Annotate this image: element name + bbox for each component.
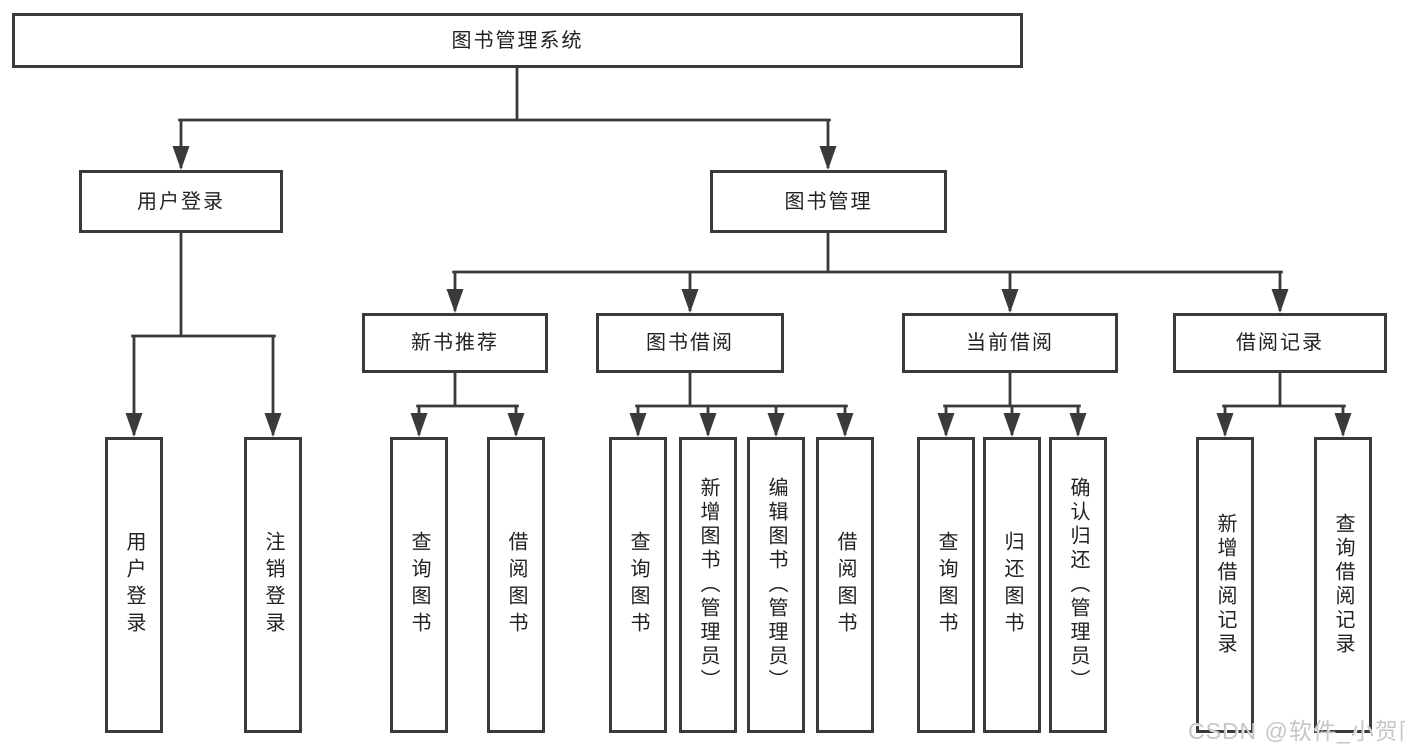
leaf-current-return-book: 归还图书 (983, 437, 1041, 733)
leaf-current-confirm-return-admin: 确认归还（管理员） (1049, 437, 1107, 733)
leaf-borrow-query-book: 查询图书 (609, 437, 667, 733)
node-book-borrow: 图书借阅 (596, 313, 784, 373)
node-borrow-records: 借阅记录 (1173, 313, 1387, 373)
leaf-borrow-edit-book-admin: 编辑图书（管理员） (747, 437, 805, 733)
node-new-book-recommend: 新书推荐 (362, 313, 548, 373)
leaf-recommend-borrow-book: 借阅图书 (487, 437, 545, 733)
leaf-borrow-borrow-book: 借阅图书 (816, 437, 874, 733)
leaf-user-login: 用户登录 (105, 437, 163, 733)
leaf-borrow-add-book-admin: 新增图书（管理员） (679, 437, 737, 733)
node-current-borrow: 当前借阅 (902, 313, 1118, 373)
leaf-current-query-book: 查询图书 (917, 437, 975, 733)
leaf-records-add-record: 新增借阅记录 (1196, 437, 1254, 733)
leaf-recommend-query-book: 查询图书 (390, 437, 448, 733)
node-book-management: 图书管理 (710, 170, 947, 233)
node-user-login: 用户登录 (79, 170, 283, 233)
leaf-logout: 注销登录 (244, 437, 302, 733)
csdn-watermark: CSDN @软件_小贺同学 (1188, 718, 1405, 744)
leaf-records-query-record: 查询借阅记录 (1314, 437, 1372, 733)
node-root: 图书管理系统 (12, 13, 1023, 68)
